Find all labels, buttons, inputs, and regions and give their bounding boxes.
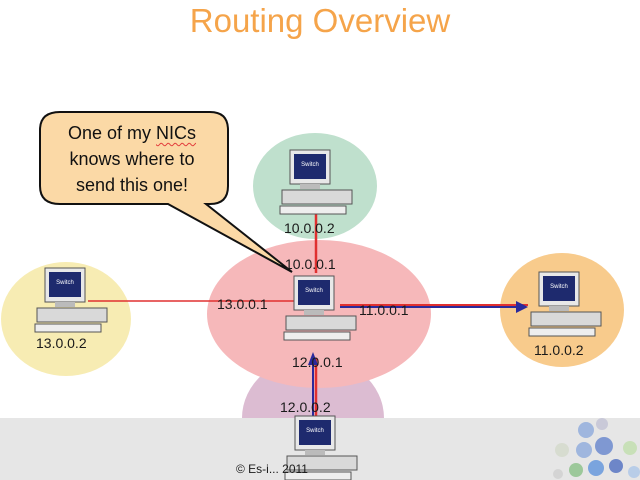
page-title: Routing Overview: [189, 2, 451, 39]
computer-icon-top: Switch: [279, 149, 353, 215]
ip-router-bottom: 12.0.0.1: [292, 354, 343, 370]
svg-text:Switch: Switch: [56, 280, 74, 286]
nics-word: NICs: [156, 123, 197, 143]
ip-host-left: 13.0.0.2: [36, 335, 87, 351]
callout-line-3: send this one!: [75, 175, 189, 195]
computer-icon-right: Switch: [528, 271, 602, 337]
ip-router-top: 10.0.0.1: [285, 256, 336, 272]
ip-host-right: 11.0.0.2: [534, 342, 584, 358]
ip-host-bottom: 12.0.0.2: [280, 399, 331, 415]
callout-text: One of my NICs knows where to send this …: [44, 120, 220, 198]
callout-line-1: One of my NICs: [67, 123, 197, 143]
svg-text:Switch: Switch: [306, 428, 324, 434]
svg-text:Switch: Switch: [301, 162, 319, 168]
arrow-right-head: [516, 301, 528, 313]
computer-icon-router: Switch: [283, 275, 357, 341]
svg-text:Switch: Switch: [550, 284, 568, 290]
svg-text:Switch: Switch: [305, 288, 323, 294]
arrow-up-head: [308, 352, 318, 365]
computer-icon-left: Switch: [34, 267, 108, 333]
computer-icon-bottom: Switch: [284, 415, 358, 480]
decorative-circles: [553, 418, 640, 479]
copyright-footer: © Es-i... 2011: [236, 462, 308, 476]
ip-router-left: 13.0.0.1: [217, 296, 268, 312]
ip-host-top: 10.0.0.2: [284, 220, 335, 236]
callout-line-2: knows where to: [69, 149, 195, 169]
ip-router-right: 11.0.0.1: [359, 302, 409, 318]
